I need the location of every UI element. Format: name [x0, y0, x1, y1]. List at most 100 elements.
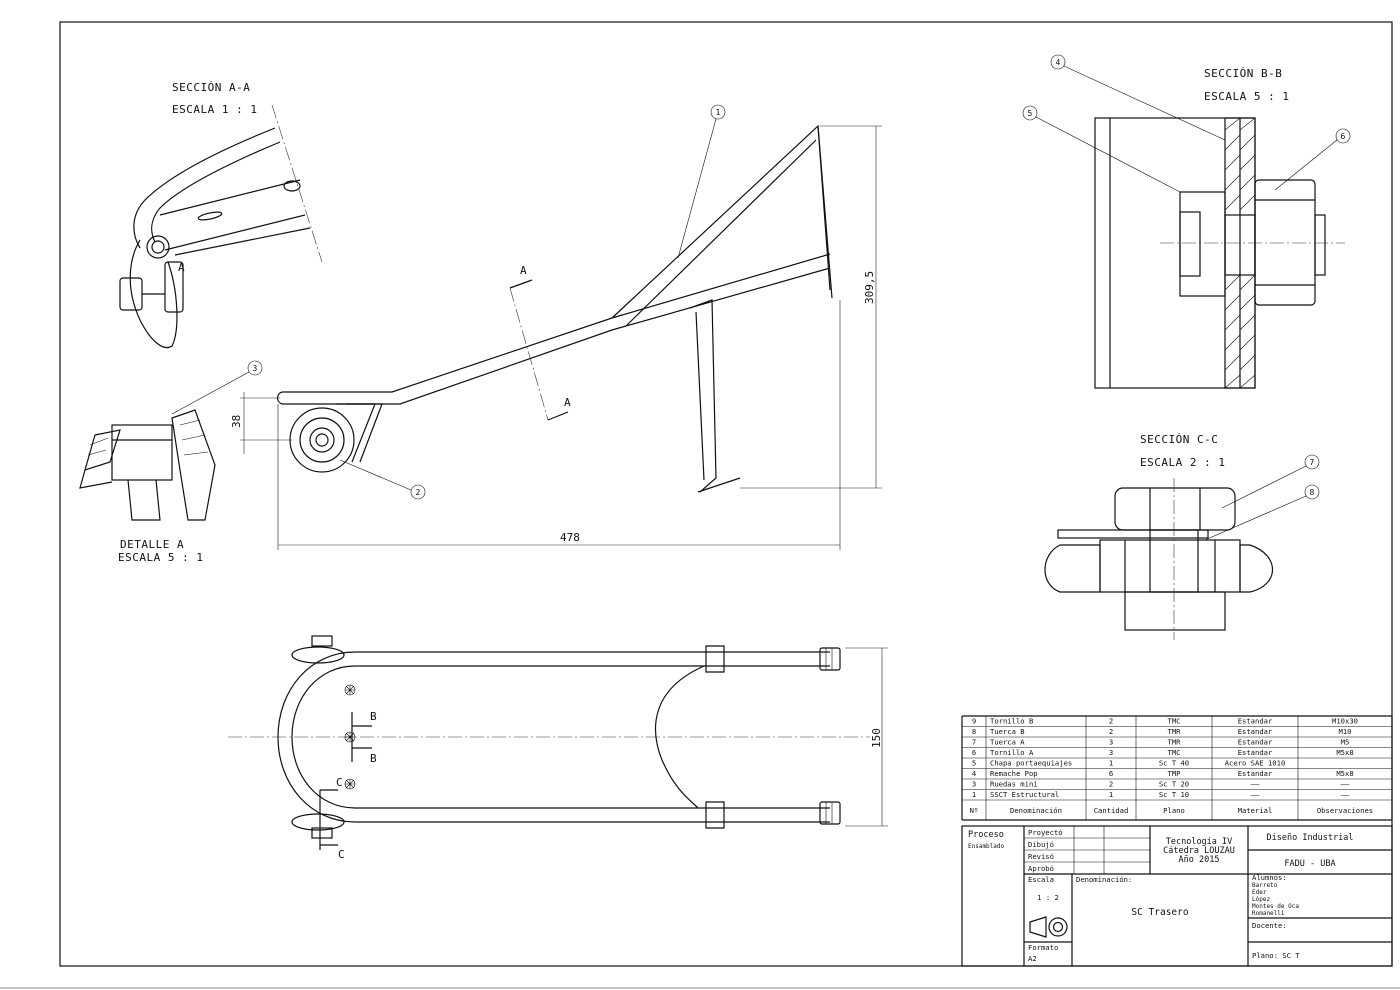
bom-row-qty: 3 — [1109, 738, 1113, 747]
balloon-5: 5 — [1028, 109, 1033, 118]
section-cc-scale: ESCALA 2 : 1 — [1140, 456, 1225, 469]
tb-proyecto: Proyectó — [1028, 828, 1063, 837]
tb-docente-label: Docente: — [1252, 921, 1287, 930]
bom-row-plan: TMR — [1168, 727, 1182, 736]
tb-denominacion-value: SC Trasero — [1131, 907, 1188, 918]
section-bb-scale: ESCALA 5 : 1 — [1204, 90, 1289, 103]
bom-row-material: Estandar — [1238, 748, 1273, 757]
cut-marker-a-bottom: A — [564, 396, 571, 409]
bom-row-qty: 6 — [1109, 769, 1113, 778]
bom-header-qty: Cantidad — [1094, 806, 1129, 815]
bom-header-name: Denominación — [1010, 806, 1062, 815]
dim-wheel-offset: 38 — [230, 415, 243, 428]
bom-row-material: —— — [1251, 780, 1260, 789]
tb-alumno-4: Montes de Oca — [1252, 903, 1299, 910]
bom-row-material: Estandar — [1238, 769, 1273, 778]
section-aa-marker: A — [178, 261, 185, 274]
cut-marker-b-top: B — [370, 710, 377, 723]
bom-row-name: Tuerca A — [990, 738, 1025, 747]
section-bb-title: SECCIÓN B-B — [1204, 67, 1282, 80]
bom-row-qty: 2 — [1109, 727, 1113, 736]
cut-marker-b-bottom: B — [370, 752, 377, 765]
bom-row-name: Remache Pop — [990, 769, 1038, 778]
bom-row-num: 6 — [972, 748, 976, 757]
bom-row-plan: TMC — [1168, 748, 1181, 757]
bom-row-notes: —— — [1341, 790, 1350, 799]
bom-header-num: Nº — [970, 806, 979, 815]
bom-row-notes: M10 — [1339, 727, 1352, 736]
bom-row-material: Acero SAE 1010 — [1225, 759, 1286, 768]
balloon-3: 3 — [253, 364, 258, 373]
bom-header-plan: Plano — [1163, 806, 1185, 815]
bom-row-name: Tuerca B — [990, 727, 1025, 736]
cut-marker-c-bottom: C — [338, 848, 345, 861]
bom-row-num: 9 — [972, 717, 976, 726]
section-aa: SECCIÓN A-A ESCALA 1 : 1 A — [119, 81, 323, 349]
bom-row-name: Tornillo B — [990, 717, 1033, 726]
bom-row-plan: TMP — [1168, 769, 1181, 778]
bom-row-qty: 2 — [1109, 780, 1113, 789]
dim-height: 309,5 — [863, 271, 876, 304]
bom-row-num: 7 — [972, 738, 976, 747]
section-aa-scale: ESCALA 1 : 1 — [172, 103, 257, 116]
tb-alumno-1: Barreto — [1252, 882, 1278, 889]
section-aa-title: SECCIÓN A-A — [172, 81, 250, 94]
tb-formato-value: A2 — [1028, 954, 1037, 963]
section-cc: SECCIÓN C-C ESCALA 2 : 1 7 8 — [1044, 433, 1320, 640]
tb-school: FADU - UBA — [1284, 859, 1335, 869]
projection-symbol-icon — [1029, 916, 1068, 938]
bom-row-notes: M5x8 — [1336, 769, 1353, 778]
tb-course-1: Tecnología IV — [1166, 837, 1233, 847]
bom-header-material: Material — [1238, 806, 1273, 815]
tb-proceso: Proceso — [968, 830, 1004, 840]
bom-row-num: 5 — [972, 759, 976, 768]
tb-discipline: Diseño Industrial — [1267, 833, 1354, 843]
tb-plano-label: Plano: SC T — [1252, 951, 1300, 960]
bom-row-plan: Sc T 10 — [1159, 790, 1189, 799]
bom-row-name: Chapa portaequiajes — [990, 759, 1072, 768]
bom-row-num: 3 — [972, 780, 976, 789]
tb-reviso: Revisó — [1028, 852, 1054, 861]
side-view: A A 1 2 309,5 38 478 — [230, 104, 882, 550]
tb-alumno-5: Romanelli — [1252, 910, 1285, 917]
bom-row-material: Estandar — [1238, 727, 1273, 736]
title-block: Proceso Ensamblado Proyectó Dibujó Revis… — [961, 825, 1393, 967]
dim-width: 150 — [870, 728, 883, 748]
tb-escala-value: 1 : 2 — [1037, 893, 1059, 902]
bom-row-num: 4 — [972, 769, 976, 778]
bom-row-material: Estandar — [1238, 717, 1273, 726]
bom-row-num: 8 — [972, 727, 976, 736]
tb-course-3: Año 2015 — [1179, 855, 1220, 865]
bom-row-num: 1 — [972, 790, 976, 799]
top-view: B B C C 150 — [228, 635, 888, 861]
bom-row-material: —— — [1251, 790, 1260, 799]
bom-row-qty: 1 — [1109, 759, 1113, 768]
bom-row-plan: TMR — [1168, 738, 1182, 747]
tb-alumnos-label: Alumnos: — [1252, 873, 1287, 882]
cut-marker-c-top: C — [336, 776, 343, 789]
balloon-8: 8 — [1310, 488, 1315, 497]
bom-row-material: Estandar — [1238, 738, 1273, 747]
tb-escala-label: Escala — [1028, 875, 1054, 884]
bom-row-qty: 2 — [1109, 717, 1113, 726]
dim-length: 478 — [560, 531, 580, 544]
bom-row-name: Ruedas mini — [990, 780, 1038, 789]
balloon-1: 1 — [716, 108, 721, 117]
balloon-7: 7 — [1310, 458, 1315, 467]
detail-a: 3 DETALLE A ESCALA 5 : 1 — [79, 360, 263, 564]
tb-dibujo: Dibujó — [1028, 840, 1054, 849]
cut-marker-a-top: A — [520, 264, 527, 277]
bom-row-name: SSCT Estructural — [990, 790, 1059, 799]
bom-row-notes: M10x30 — [1332, 717, 1358, 726]
detail-a-scale: ESCALA 5 : 1 — [118, 551, 203, 564]
bom-row-plan: Sc T 40 — [1159, 759, 1189, 768]
bom-row-plan: TMC — [1168, 717, 1181, 726]
tb-formato-label: Formato — [1028, 943, 1058, 952]
bom-row-qty: 3 — [1109, 748, 1113, 757]
tb-course-2: Cátedra LOUZAU — [1163, 846, 1235, 856]
tb-denominacion-label: Denominación: — [1076, 875, 1132, 884]
balloon-4: 4 — [1056, 58, 1061, 67]
section-bb: SECCIÓN B-B ESCALA 5 : 1 4 5 6 — [1022, 54, 1351, 389]
